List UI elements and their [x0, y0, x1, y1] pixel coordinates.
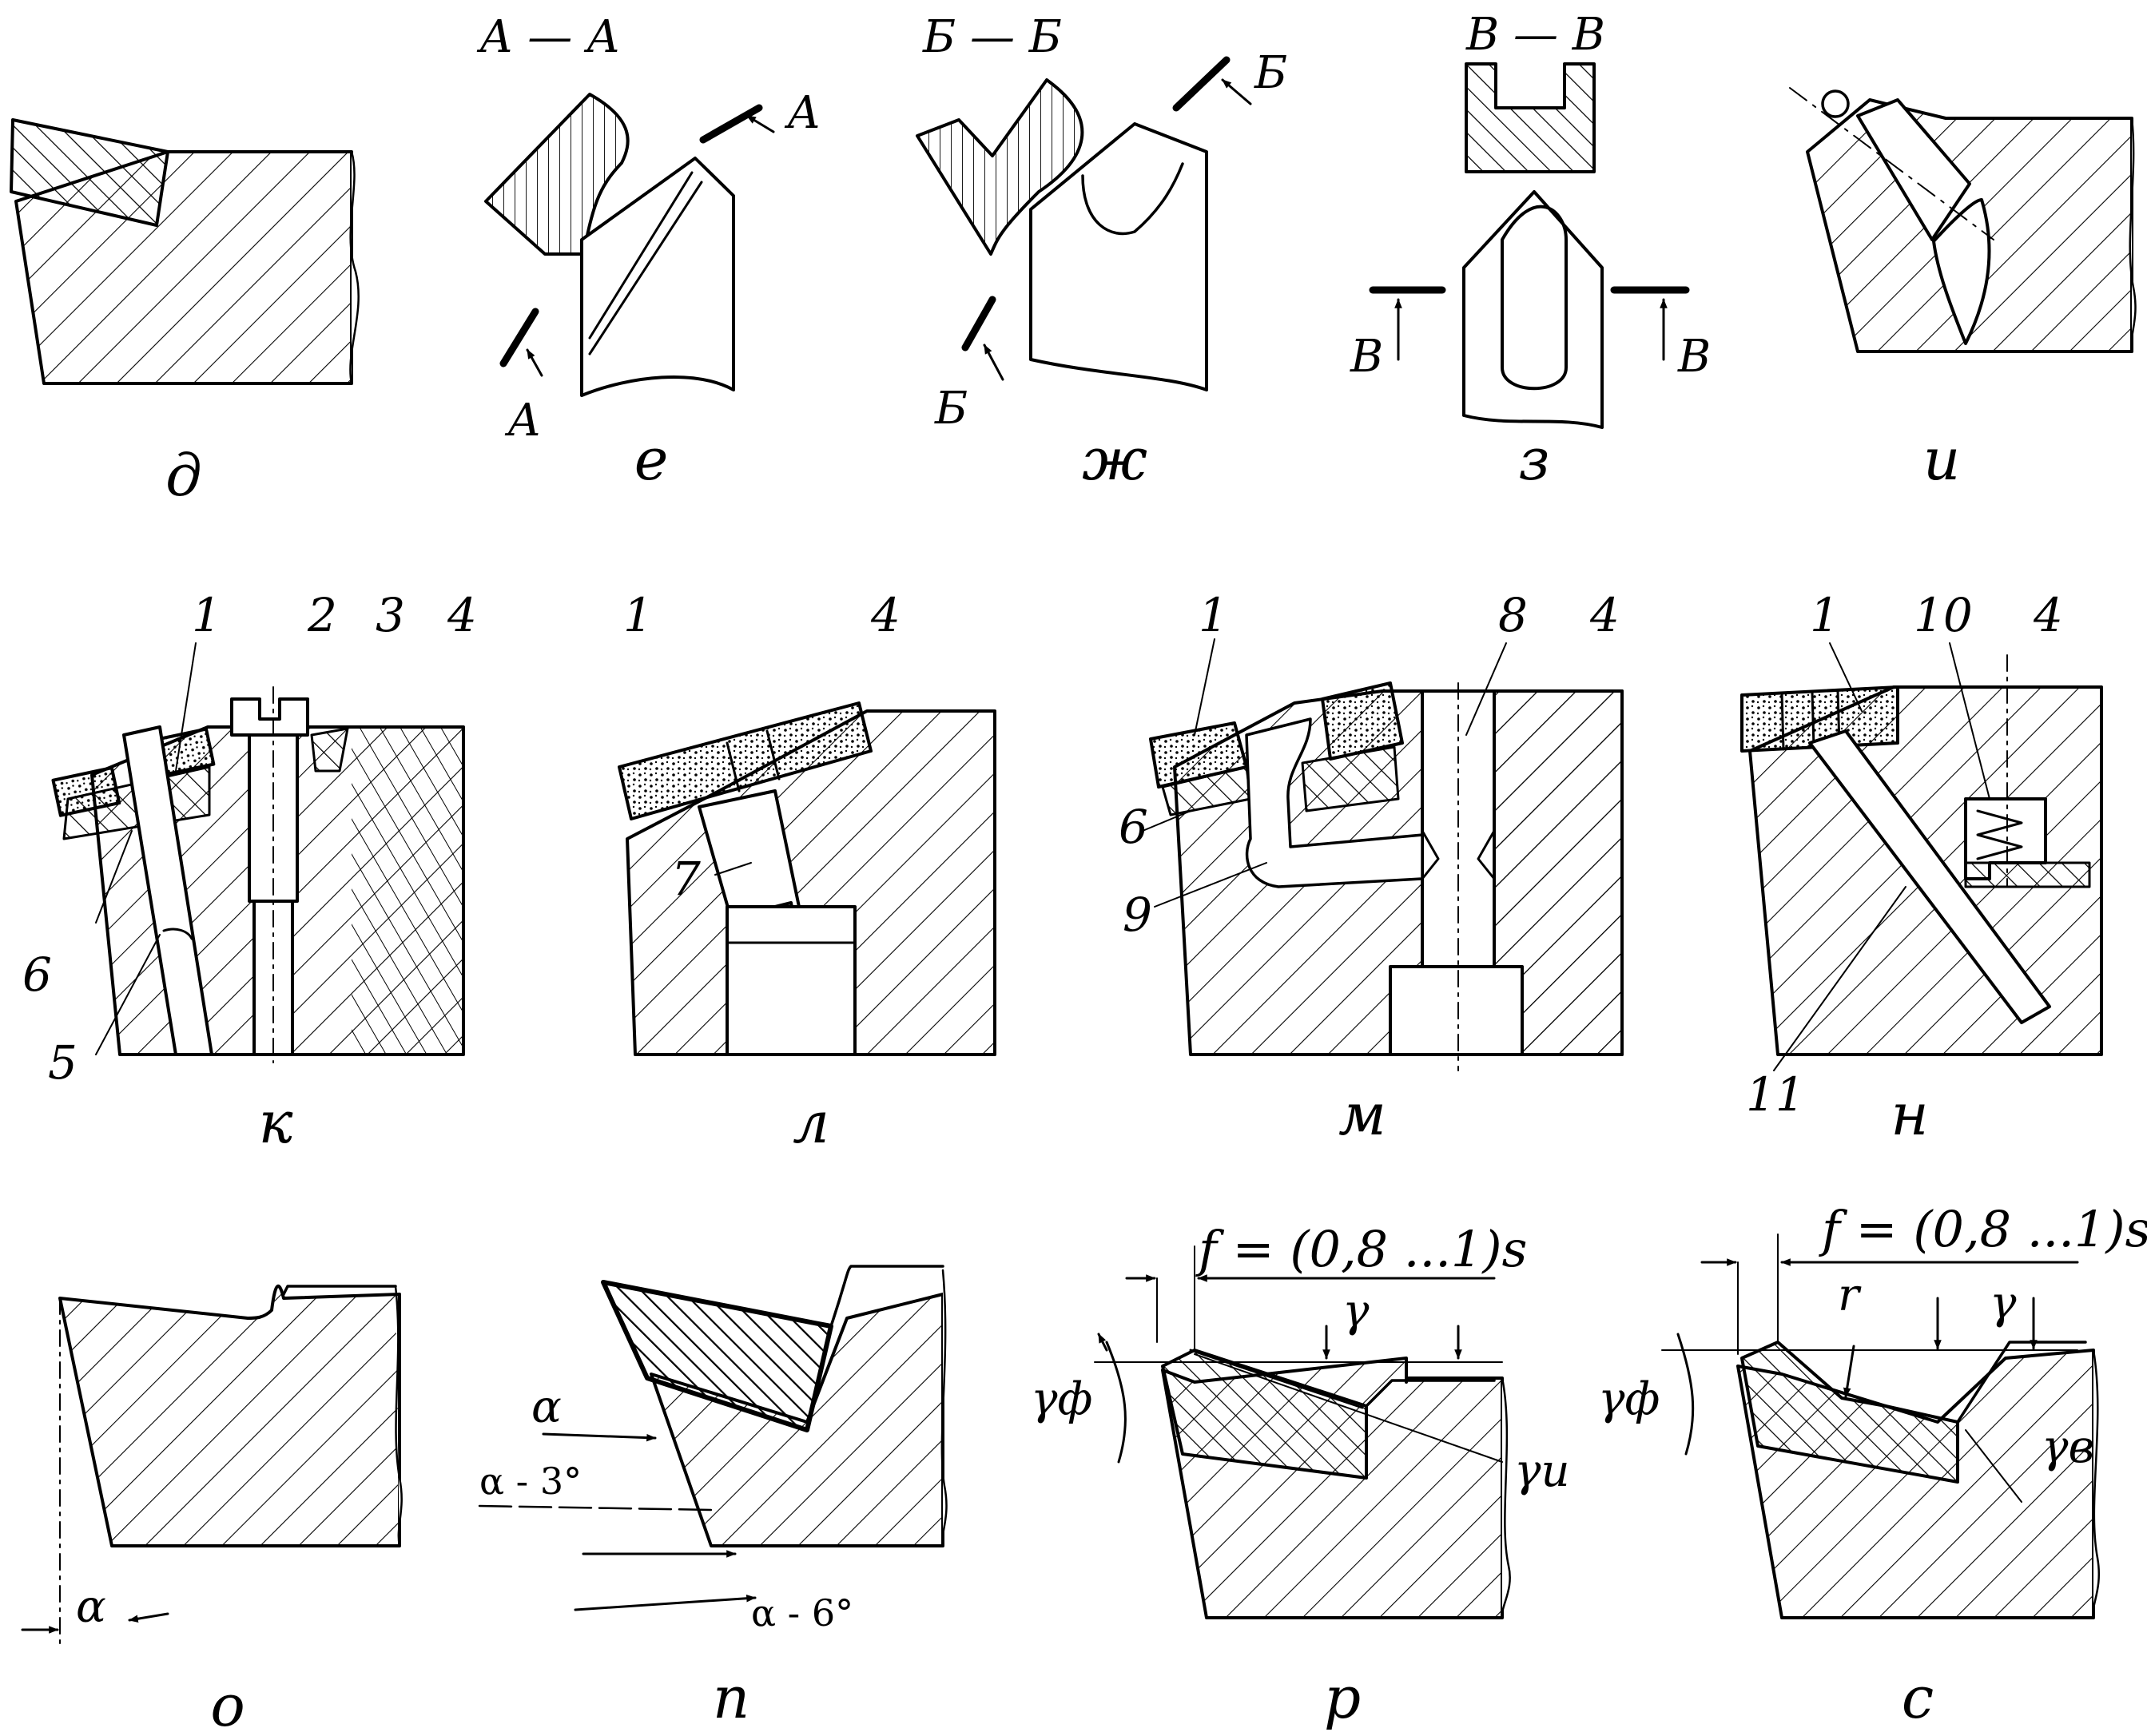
- n-part-11: 11: [1746, 1067, 1805, 1122]
- n-part-10: 10: [1914, 588, 1973, 642]
- figure-labels: д е ж з и к л м н о п р с: [165, 426, 1960, 1736]
- label-n: н: [1891, 1081, 1928, 1148]
- label-z: з: [1518, 426, 1549, 493]
- p-angle-alpha: α: [531, 1381, 562, 1433]
- figure-z: [1369, 62, 1690, 429]
- label-d: д: [165, 442, 202, 509]
- k-part-2: 2: [307, 588, 337, 642]
- m-part-6: 6: [1119, 800, 1148, 854]
- figure-n: [1740, 654, 2103, 1056]
- label-r: р: [1324, 1664, 1361, 1731]
- label-l: л: [793, 1089, 829, 1156]
- n-part-4: 4: [2033, 588, 2063, 642]
- m-part-8: 8: [1498, 588, 1528, 642]
- r-gamma: γ: [1342, 1285, 1370, 1337]
- label-i: и: [1923, 426, 1960, 493]
- section-arrow-zh-top: Б: [1254, 47, 1287, 99]
- l-part-1: 1: [623, 588, 653, 642]
- section-title-zh: Б — Б: [922, 11, 1062, 63]
- m-part-9: 9: [1123, 888, 1152, 942]
- section-arrow-zh-bottom: Б: [934, 383, 968, 435]
- label-m: м: [1338, 1081, 1386, 1148]
- label-zh: ж: [1082, 426, 1147, 493]
- figure-s: [1661, 1233, 2101, 1619]
- r-formula: f = (0,8 ...1)s: [1195, 1220, 1527, 1278]
- section-arrow-e-bottom: А: [504, 395, 541, 447]
- o-angle-alpha: α: [76, 1581, 106, 1633]
- m-part-4: 4: [1589, 588, 1620, 642]
- figure-m: [1149, 681, 1624, 1071]
- label-k: к: [259, 1089, 293, 1156]
- k-part-5: 5: [48, 1035, 78, 1090]
- label-o: о: [210, 1672, 245, 1736]
- section-arrow-z-right: В: [1677, 331, 1711, 383]
- l-part-4: 4: [870, 588, 901, 642]
- angle-annotations: α α α - 3° α - 6° f = (0,8 ...1)s γ γф γ…: [76, 1200, 2147, 1635]
- k-part-6: 6: [22, 947, 52, 1002]
- figure-zh: [916, 56, 1252, 391]
- section-title-z: В — В: [1465, 9, 1605, 61]
- label-p: п: [713, 1664, 749, 1731]
- p-angle-minus3: α - 3°: [479, 1460, 582, 1503]
- s-formula: f = (0,8 ...1)s: [1819, 1200, 2147, 1258]
- label-e: е: [634, 426, 669, 493]
- n-part-1: 1: [1810, 588, 1839, 642]
- figure-o: [21, 1284, 403, 1647]
- figure-k: [51, 686, 465, 1063]
- r-gamma-f: γф: [1031, 1373, 1092, 1425]
- s-gamma: γ: [1990, 1277, 2017, 1329]
- r-gamma-i: γи: [1514, 1445, 1570, 1497]
- figure-d: [10, 118, 360, 385]
- figure-r: [1094, 1245, 1511, 1619]
- p-angle-minus6: α - 6°: [751, 1591, 853, 1635]
- k-part-3: 3: [376, 588, 405, 642]
- section-annotations: А — А А А Б — Б Б Б В — В В В: [476, 9, 1711, 447]
- figure-p: [478, 1265, 948, 1611]
- s-gamma-v: γв: [2042, 1421, 2094, 1473]
- label-s: с: [1902, 1664, 1934, 1731]
- part-numbers: 1 2 3 4 5 6 1 4 7 1 8 4 6 9 1 10 4 11: [22, 588, 2063, 1122]
- k-part-4: 4: [447, 588, 477, 642]
- s-gamma-f: γф: [1598, 1373, 1660, 1425]
- m-part-1: 1: [1199, 588, 1228, 642]
- leader-lines: [95, 638, 1990, 1071]
- l-part-7: 7: [671, 852, 701, 906]
- section-title-e: А — А: [476, 11, 620, 63]
- section-arrow-z-left: В: [1350, 331, 1383, 383]
- s-r: r: [1838, 1269, 1862, 1321]
- section-arrow-e-top: А: [784, 87, 821, 139]
- figure-e: [484, 93, 775, 397]
- figure-l: [618, 701, 996, 1056]
- k-part-1: 1: [192, 588, 221, 642]
- figure-i: [1789, 87, 2137, 353]
